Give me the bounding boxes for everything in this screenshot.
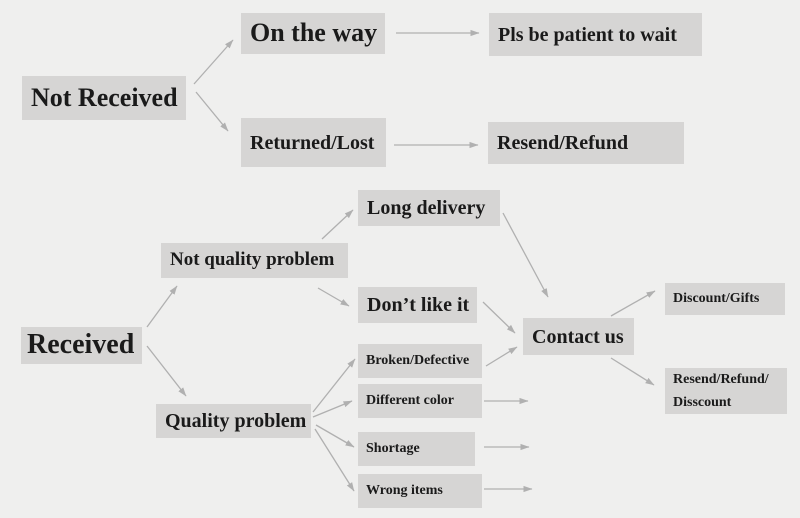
arrow-not-received-to-on-the-way (193, 39, 234, 85)
node-received: Received (21, 327, 142, 364)
arrow-quality-problem-to-shortage (315, 424, 355, 448)
arrow-quality-problem-to-wrong-items (314, 428, 355, 492)
node-label-line1: Resend/Refund/ (673, 372, 769, 388)
node-dont-like-it: Don’t like it (358, 287, 477, 323)
arrow-dont-like-it-to-contact-us (482, 301, 516, 334)
arrow-contact-us-to-resend-refund-disscount (610, 357, 655, 386)
arrow-not-quality-problem-to-long-delivery (321, 209, 354, 240)
node-long-delivery: Long delivery (358, 190, 500, 226)
node-discount-gifts: Discount/Gifts (665, 283, 785, 315)
node-wrong-items: Wrong items (358, 474, 482, 508)
node-quality-problem: Quality problem (156, 404, 311, 438)
node-not-quality-problem: Not quality problem (161, 243, 348, 278)
arrow-quality-problem-to-different-color (312, 400, 353, 418)
arrow-contact-us-to-discount-gifts (610, 290, 656, 317)
node-resend-refund: Resend/Refund (488, 122, 684, 164)
node-returned-lost: Returned/Lost (241, 118, 386, 167)
arrow-not-quality-problem-to-dont-like-it (317, 287, 350, 307)
arrow-quality-problem-to-broken-defective (312, 358, 356, 413)
arrow-received-to-not-quality-problem (146, 285, 178, 328)
arrow-broken-defective-to-contact-us (485, 346, 518, 367)
node-different-color: Different color (358, 384, 482, 418)
node-on-the-way: On the way (241, 13, 385, 54)
node-not-received: Not Received (22, 76, 186, 120)
node-pls-be-patient: Pls be patient to wait (489, 13, 702, 56)
node-label-line2: Disscount (673, 394, 732, 410)
node-shortage: Shortage (358, 432, 475, 466)
arrow-received-to-quality-problem (146, 345, 187, 397)
node-contact-us: Contact us (523, 318, 634, 355)
arrow-not-received-to-returned-lost (195, 91, 229, 132)
arrow-long-delivery-to-contact-us (502, 212, 549, 298)
node-broken-defective: Broken/Defective (358, 344, 482, 378)
node-resend-refund-disscount: Resend/Refund/ Disscount (665, 368, 787, 414)
